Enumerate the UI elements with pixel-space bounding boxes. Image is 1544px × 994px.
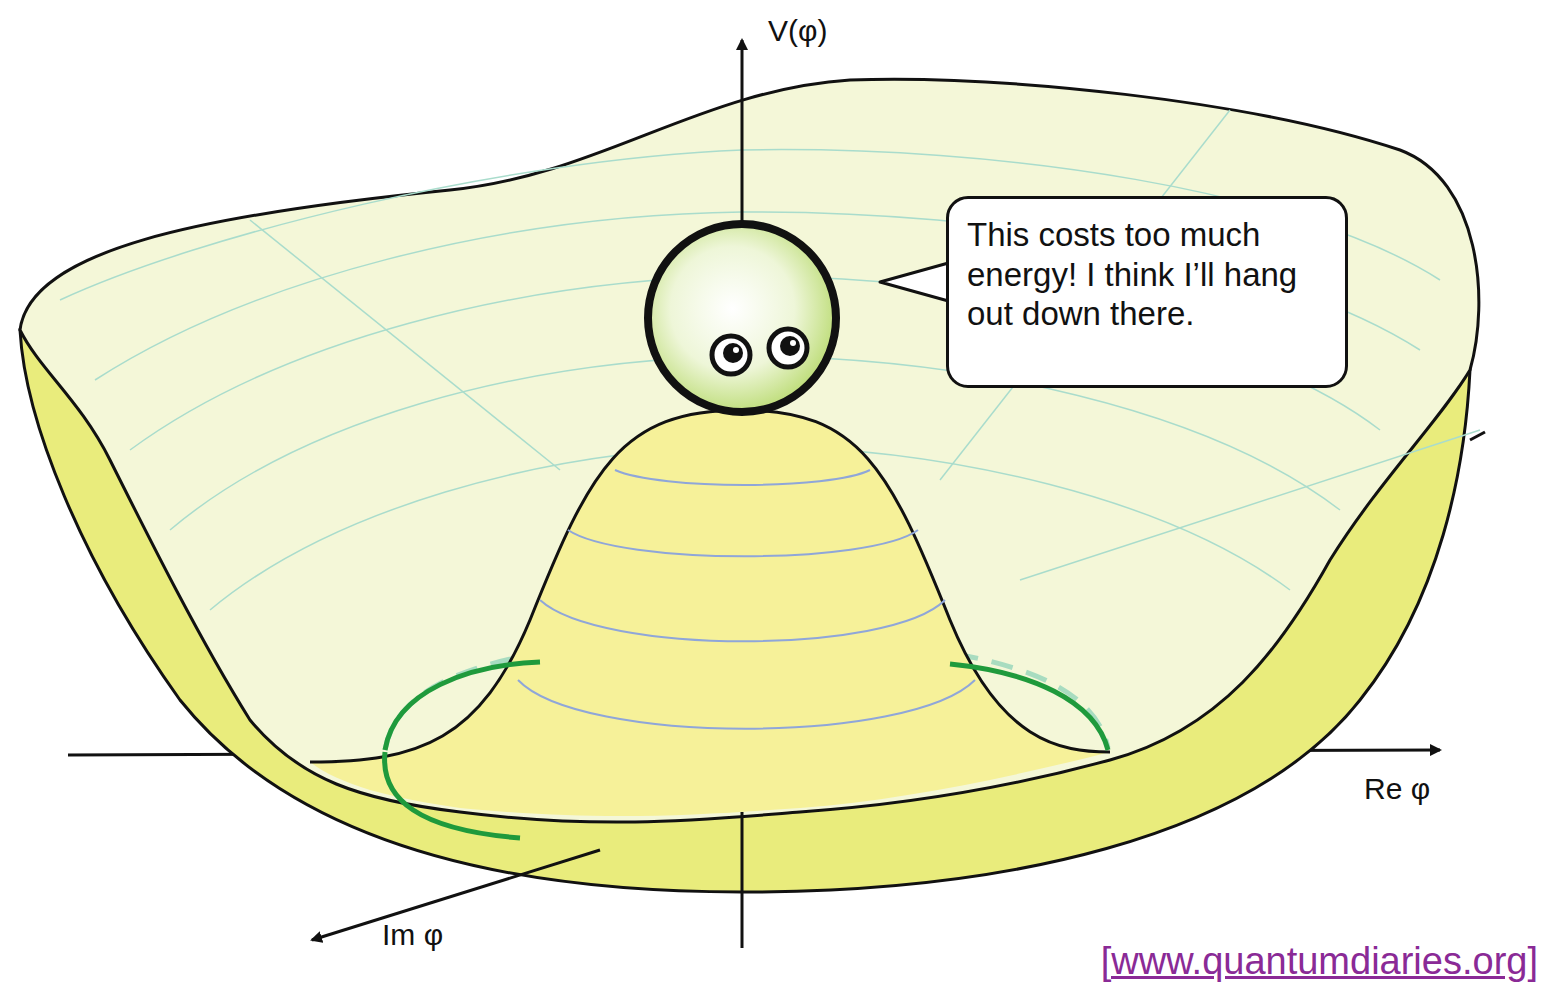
v-axis bbox=[741, 40, 744, 230]
hump-outline bbox=[310, 410, 1110, 762]
ball-character bbox=[648, 224, 836, 412]
ball-eyes bbox=[712, 329, 807, 374]
vacuum-ring-front bbox=[950, 664, 1108, 750]
speech-tail bbox=[880, 262, 952, 302]
speech-bubble: This costs too much energy! I think I’ll… bbox=[946, 196, 1348, 388]
vacuum-ring-front bbox=[385, 752, 520, 838]
im-axis bbox=[312, 850, 600, 940]
speech-text: This costs too much energy! I think I’ll… bbox=[967, 215, 1327, 334]
axis-label: Re φ bbox=[1364, 772, 1430, 806]
bowl-surface bbox=[20, 79, 1479, 822]
axis-label: V(φ) bbox=[768, 14, 827, 48]
hump-fill bbox=[310, 410, 1110, 816]
re-axis-end bbox=[1470, 432, 1485, 440]
hump-contours bbox=[518, 470, 975, 729]
source-link: [www.quantumdiaries.org] bbox=[1101, 940, 1538, 983]
axis-label: Im φ bbox=[382, 918, 443, 952]
vacuum-ring-side bbox=[385, 662, 540, 750]
v-axis-lower bbox=[741, 812, 744, 948]
